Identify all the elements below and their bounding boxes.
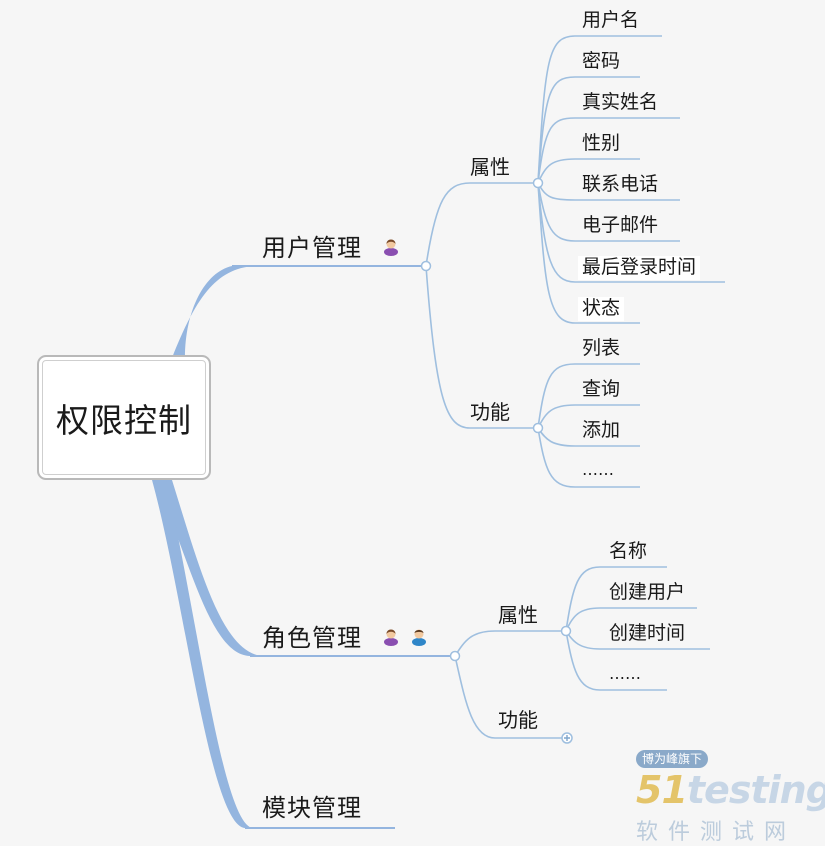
user-attributes-label[interactable]: 属性 [470,155,510,179]
branch-user-label[interactable]: 用户管理 [262,234,362,262]
role-functions-label[interactable]: 功能 [498,708,538,732]
role-attributes-label[interactable]: 属性 [498,603,538,627]
leaf-user-attr[interactable]: 性别 [582,132,621,154]
leaf-user-func[interactable]: …… [582,460,614,479]
branch-connector-module [152,480,252,828]
watermark-logo: 博为峰旗下 51testing 软件测试网 [636,750,825,845]
person-male-icon [412,629,426,646]
expand-plus-icon[interactable] [561,732,573,744]
junction-user-functions[interactable] [532,422,544,434]
junction-user[interactable] [420,260,432,272]
root-label: 权限控制 [56,400,192,440]
junction-role[interactable] [449,650,461,662]
branch-role-label[interactable]: 角色管理 [262,624,362,652]
leaf-user-attr[interactable]: 真实姓名 [582,91,659,113]
leaf-user-func[interactable]: 添加 [582,419,621,441]
branch-connector-role [155,480,262,656]
leaf-user-attr[interactable]: 电子邮件 [582,214,659,236]
person-female-icon [384,629,398,646]
leaf-role-attr[interactable]: …… [609,664,641,683]
leaf-user-attr[interactable]: 最后登录时间 [578,256,701,280]
junction-user-attributes[interactable] [532,177,544,189]
root-node[interactable]: 权限控制 [37,355,211,480]
watermark-tag: 博为峰旗下 [636,750,709,768]
junction-role-attributes[interactable] [560,625,572,637]
leaf-user-func[interactable]: 列表 [582,337,621,359]
watermark-wordmark: 51testing [636,768,825,812]
leaf-role-attr[interactable]: 创建用户 [609,581,686,603]
person-female-icon [384,239,398,256]
user-functions-label[interactable]: 功能 [470,400,510,424]
leaf-user-attr[interactable]: 联系电话 [582,173,659,195]
leaf-user-func[interactable]: 查询 [582,378,621,400]
leaf-user-attr[interactable]: 状态 [578,297,625,321]
leaf-role-attr[interactable]: 创建时间 [609,622,686,644]
leaf-user-attr[interactable]: 密码 [582,50,621,72]
branch-connector-user [172,266,255,358]
branch-module-label[interactable]: 模块管理 [262,794,362,822]
watermark-subtitle: 软件测试网 [636,820,797,845]
leaf-user-attr[interactable]: 用户名 [582,9,640,31]
leaf-role-attr[interactable]: 名称 [609,540,648,562]
